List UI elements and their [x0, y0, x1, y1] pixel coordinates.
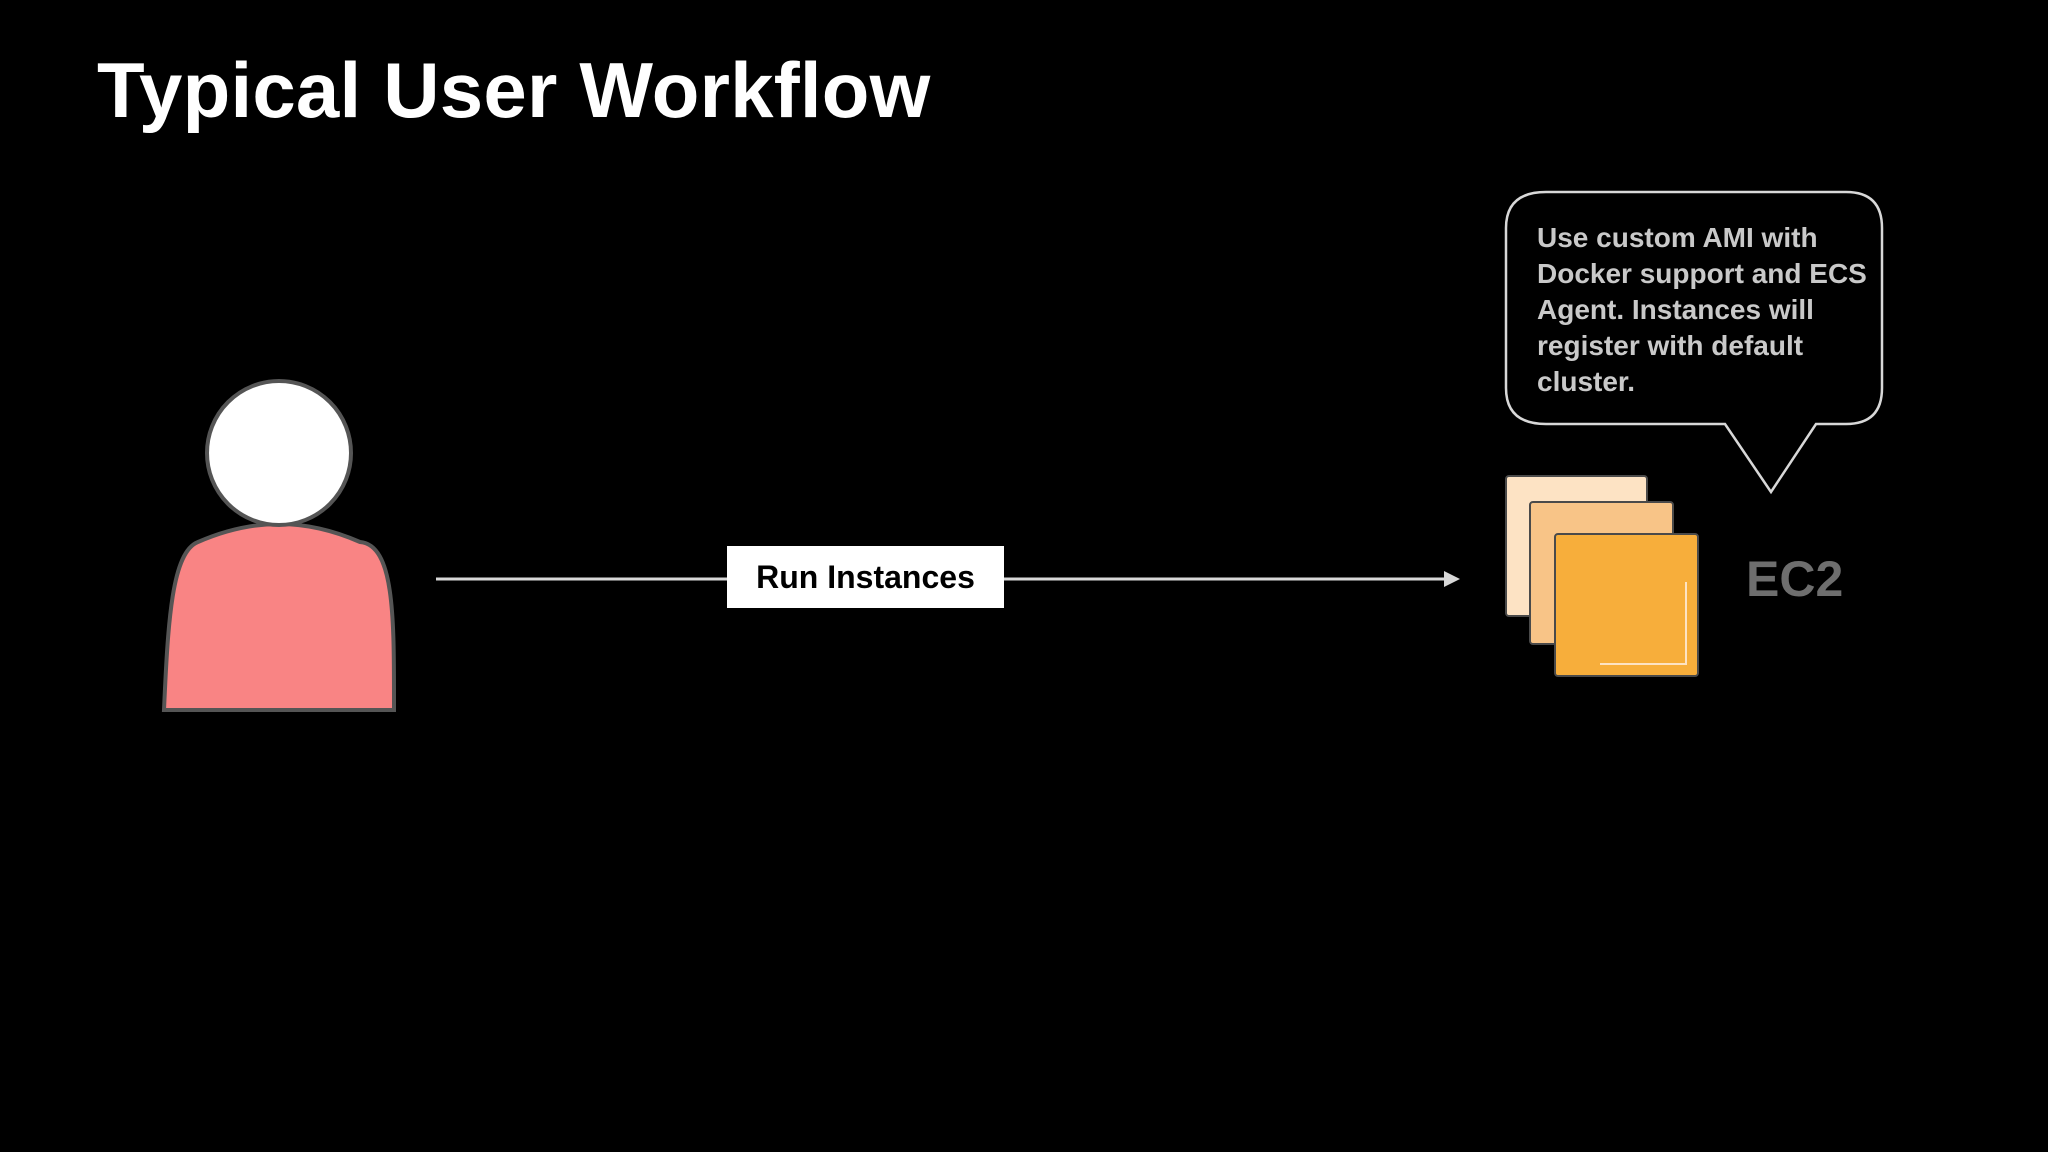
run-instances-label: Run Instances — [727, 546, 1004, 608]
callout-text: Use custom AMI with Docker support and E… — [1537, 222, 1867, 397]
user-body — [161, 521, 397, 712]
ec2-instances-icon — [1505, 475, 1699, 677]
ec2-label: EC2 — [1746, 551, 1844, 607]
slide-title: Typical User Workflow — [97, 46, 931, 134]
user-icon — [161, 379, 397, 712]
user-head — [205, 379, 353, 527]
speech-bubble — [1504, 190, 1884, 495]
